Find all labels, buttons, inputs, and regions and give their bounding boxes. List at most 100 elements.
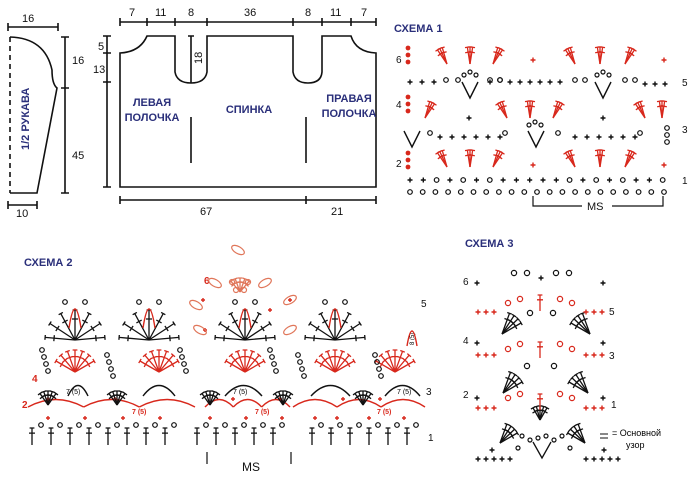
single-crochet-icon (527, 177, 533, 183)
chain-stitch-icon (279, 422, 285, 428)
double-crochet-icon (124, 427, 130, 445)
double-crochet-icon (439, 149, 448, 168)
chain-stitch-icon (572, 189, 578, 195)
single-crochet-icon (474, 280, 480, 286)
chain-stitch-icon (232, 286, 240, 294)
double-crochet-icon (158, 349, 170, 373)
double-crochet-icon (74, 311, 92, 341)
slip-stitch-icon (405, 59, 411, 65)
double-crochet-icon (142, 353, 160, 373)
chain-stitch-icon (648, 189, 655, 195)
double-crochet-icon (347, 427, 353, 445)
chain-stitch-icon (559, 189, 566, 195)
chain-stitch-icon (45, 368, 51, 374)
picot-icon (231, 244, 245, 256)
front-width-label: 21 (331, 206, 343, 218)
double-crochet-icon (598, 46, 606, 65)
double-crochet-icon (309, 427, 315, 445)
picot-icon (193, 324, 207, 336)
chain-stitch-icon (543, 433, 549, 439)
chain-stitch-icon (394, 422, 400, 428)
single-crochet-icon (473, 134, 479, 140)
single-crochet-icon (591, 352, 597, 358)
double-crochet-icon (552, 102, 565, 119)
left-front-label: ПОЛОЧКА (125, 112, 180, 124)
double-crochet-icon (54, 358, 76, 373)
double-crochet-icon (334, 349, 346, 373)
single-crochet-icon (491, 352, 497, 358)
double-crochet-icon (228, 311, 246, 341)
dim-label: 11 (330, 7, 341, 19)
single-crochet-icon (121, 416, 125, 420)
double-crochet-icon (67, 427, 73, 445)
chain-stitch-icon (136, 299, 142, 305)
double-crochet-icon (499, 430, 520, 444)
chain-stitch-icon (273, 368, 279, 374)
scheme1-title: СХЕМА 1 (394, 23, 442, 35)
scheme2-chart (27, 244, 426, 445)
single-crochet-icon (407, 79, 413, 85)
single-crochet-icon (600, 280, 606, 286)
chain-arc-icon (310, 384, 351, 397)
single-crochet-icon (483, 405, 489, 411)
body-bottom-dimension (119, 196, 377, 204)
dim-label: 8 (188, 7, 194, 19)
single-crochet-icon (447, 177, 453, 183)
chain-arc-icon (380, 398, 426, 408)
double-crochet-icon (324, 349, 336, 373)
row-number: 5 (682, 78, 688, 89)
chain-stitch-icon (375, 422, 381, 428)
double-crochet-icon (439, 46, 448, 65)
chain-stitch-icon (527, 437, 533, 443)
left-front-label: ЛЕВАЯ (133, 97, 171, 109)
double-crochet-icon (318, 311, 336, 341)
single-crochet-icon (583, 456, 589, 462)
chain-stitch-icon (486, 177, 493, 183)
chain-stitch-icon (568, 345, 576, 353)
chain-stitch-icon (41, 354, 47, 360)
chain-count-label: 7 (5) (397, 389, 411, 396)
chain-stitch-icon (244, 278, 252, 286)
double-crochet-icon (244, 311, 262, 341)
single-crochet-icon (288, 298, 292, 302)
single-crochet-icon (661, 57, 667, 63)
picot-icon (189, 299, 203, 311)
row-number: 4 (32, 374, 38, 385)
armhole-dimension (188, 35, 194, 83)
single-crochet-icon (83, 416, 87, 420)
chain-stitch-icon (523, 269, 531, 277)
double-crochet-icon (537, 341, 543, 358)
chain-stitch-icon (413, 422, 419, 428)
single-crochet-icon (407, 177, 413, 183)
double-crochet-icon (394, 358, 416, 373)
picot-icon (283, 324, 297, 336)
single-crochet-icon (607, 177, 612, 183)
chain-stitch-icon (516, 340, 524, 348)
scheme2-repeat-label: MS (242, 460, 260, 474)
double-crochet-icon (86, 427, 92, 445)
scheme3-title: СХЕМА 3 (465, 238, 513, 250)
double-crochet-icon (224, 358, 246, 373)
single-crochet-icon (475, 405, 481, 411)
chain-stitch-icon (106, 359, 112, 365)
chain-arc-icon (83, 398, 140, 408)
double-crochet-icon (47, 391, 59, 406)
v-stitch-icon (461, 81, 479, 100)
chain-stitch-icon (487, 77, 493, 83)
double-crochet-icon (244, 353, 262, 373)
double-crochet-icon (218, 321, 246, 341)
double-crochet-icon (334, 311, 352, 341)
v-stitch-icon (403, 130, 421, 149)
chain-stitch-icon (473, 72, 479, 78)
chain-stitch-icon (523, 362, 531, 370)
chain-stitch-icon (559, 433, 565, 439)
chain-arc-icon (204, 398, 234, 408)
single-crochet-icon (378, 397, 382, 401)
chain-stitch-icon (550, 362, 558, 370)
armhole-height-label: 13 (93, 64, 105, 76)
slip-stitch-icon (405, 108, 411, 114)
scheme1-repeat-label: MS (587, 201, 604, 213)
single-crochet-icon (483, 352, 489, 358)
right-front-label: ПОЛОЧКА (322, 108, 377, 120)
